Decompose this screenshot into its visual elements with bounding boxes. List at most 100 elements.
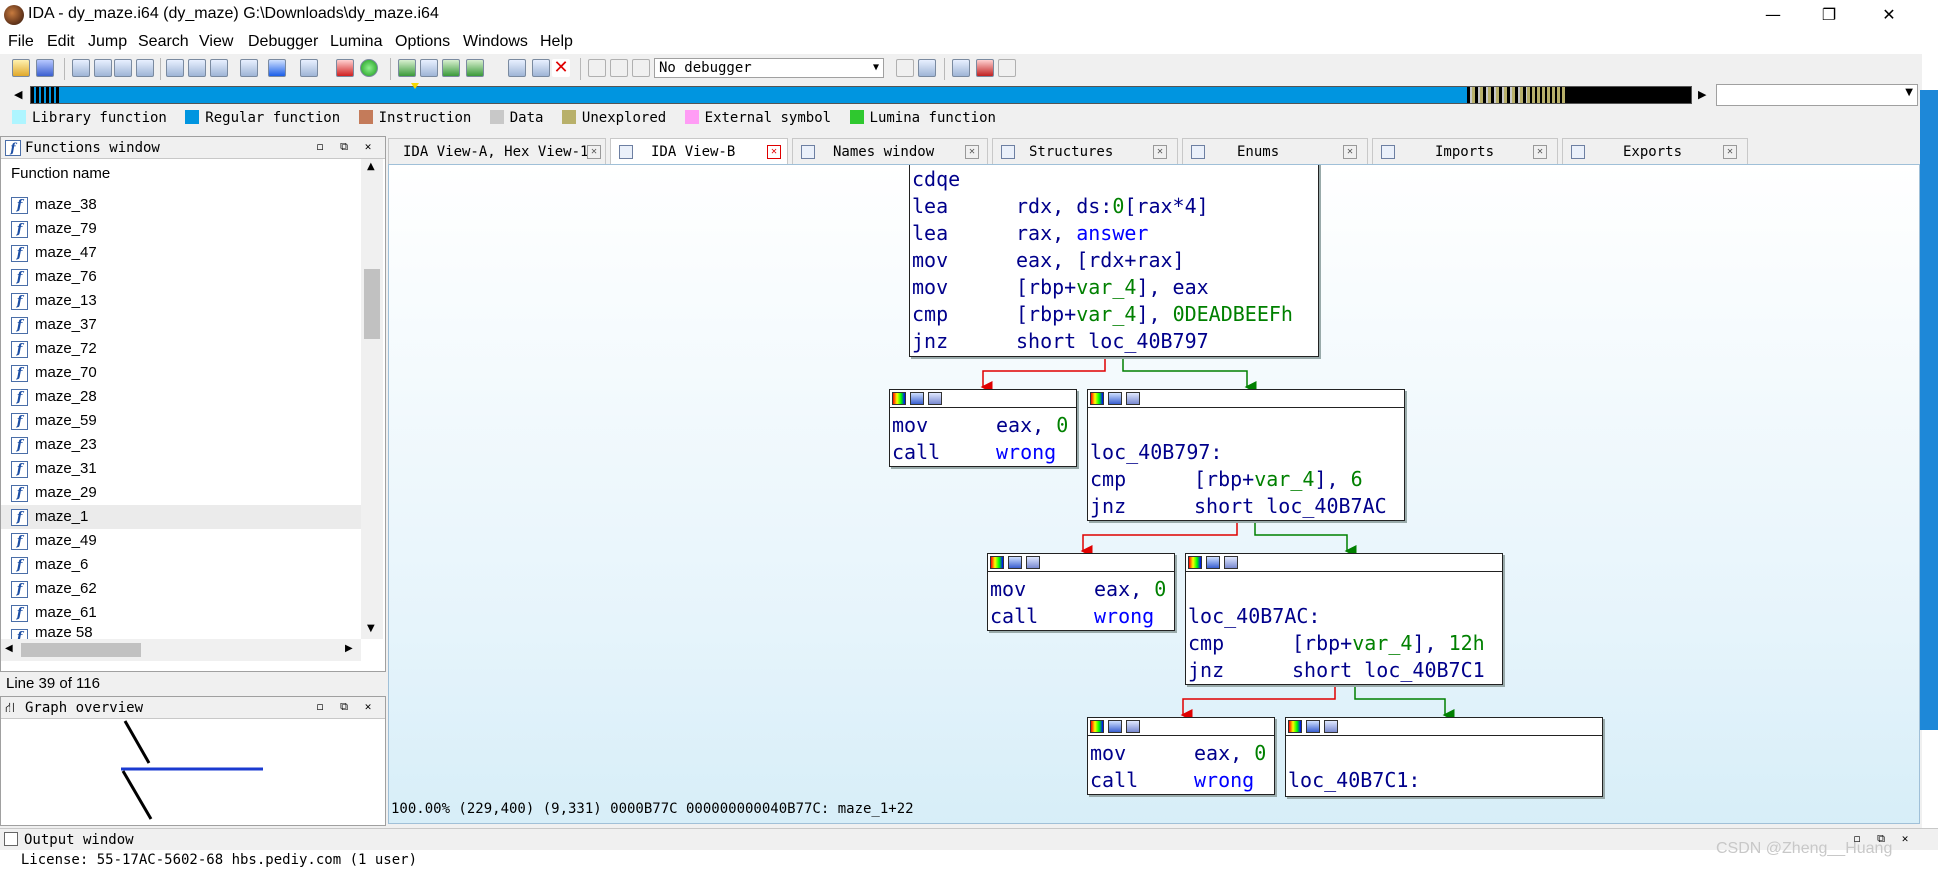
panel-float-icon[interactable]: ◻ bbox=[1853, 832, 1861, 845]
tab-close-icon[interactable]: ✕ bbox=[587, 145, 601, 159]
search-next-icon[interactable] bbox=[240, 59, 258, 77]
panel-pin-icon[interactable]: ⧉ bbox=[340, 700, 348, 713]
close-button[interactable]: ✕ bbox=[1882, 5, 1896, 24]
make-function-icon[interactable] bbox=[442, 59, 460, 77]
patch-icon[interactable] bbox=[300, 59, 318, 77]
node-rename-icon[interactable] bbox=[1206, 556, 1220, 569]
menu-options[interactable]: Options bbox=[395, 33, 451, 50]
node-color-icon[interactable] bbox=[1090, 720, 1104, 733]
maximize-button[interactable]: ❐ bbox=[1821, 5, 1837, 24]
menu-edit[interactable]: Edit bbox=[47, 33, 75, 50]
tab-names-window[interactable]: Names window ✕ bbox=[792, 138, 988, 164]
node-collapse-icon[interactable] bbox=[1126, 392, 1140, 405]
panel-close-icon[interactable]: ✕ bbox=[364, 140, 372, 153]
node-rename-icon[interactable] bbox=[1306, 720, 1320, 733]
scroll-up-icon[interactable]: ▲ bbox=[367, 161, 375, 172]
node-rename-icon[interactable] bbox=[1108, 720, 1122, 733]
breakpoints-icon[interactable] bbox=[952, 59, 970, 77]
struct-icon[interactable] bbox=[466, 59, 484, 77]
navigation-band[interactable] bbox=[30, 86, 1692, 104]
tab-imports[interactable]: Imports ✕ bbox=[1372, 138, 1558, 164]
functions-horizontal-scrollbar[interactable]: ◀ ▶ bbox=[1, 639, 361, 661]
node-color-icon[interactable] bbox=[990, 556, 1004, 569]
tools-icon[interactable] bbox=[998, 59, 1016, 77]
history-down-icon[interactable] bbox=[94, 59, 112, 77]
make-code-icon[interactable] bbox=[398, 59, 416, 77]
jump-down-icon[interactable] bbox=[268, 59, 286, 77]
menu-view[interactable]: View bbox=[199, 33, 234, 50]
node-collapse-icon[interactable] bbox=[1224, 556, 1238, 569]
tab-enums[interactable]: Enums ✕ bbox=[1182, 138, 1368, 164]
stop-icon[interactable] bbox=[632, 59, 650, 77]
forward-icon[interactable] bbox=[114, 59, 132, 77]
save-icon[interactable] bbox=[36, 59, 54, 77]
panel-pin-icon[interactable]: ⧉ bbox=[1877, 832, 1885, 845]
play-icon[interactable] bbox=[588, 59, 606, 77]
pause-icon[interactable] bbox=[610, 59, 628, 77]
graph-icon[interactable] bbox=[508, 59, 526, 77]
tab-ida-view-a[interactable]: IDA View-A, Hex View-1 ✕ bbox=[388, 138, 606, 164]
chart-icon[interactable] bbox=[532, 59, 550, 77]
tab-close-icon[interactable]: ✕ bbox=[1153, 145, 1167, 159]
navband-combo[interactable]: ▼ bbox=[1716, 84, 1918, 106]
graph-overview-canvas[interactable] bbox=[1, 719, 385, 825]
tab-exports[interactable]: Exports ✕ bbox=[1562, 138, 1748, 164]
tab-close-icon[interactable]: ✕ bbox=[1343, 145, 1357, 159]
node-collapse-icon[interactable] bbox=[1026, 556, 1040, 569]
node-collapse-icon[interactable] bbox=[1126, 720, 1140, 733]
scroll-thumb[interactable] bbox=[21, 643, 141, 657]
debugger-select[interactable]: No debugger ▼ bbox=[654, 58, 884, 78]
tab-close-icon[interactable]: ✕ bbox=[767, 145, 781, 159]
scroll-thumb[interactable] bbox=[364, 269, 380, 339]
search-binary-icon[interactable] bbox=[188, 59, 206, 77]
menu-file[interactable]: File bbox=[8, 33, 34, 50]
undefine-x-icon[interactable]: ✕ bbox=[552, 57, 570, 78]
add-breakpoint-icon[interactable] bbox=[976, 59, 994, 77]
tab-close-icon[interactable]: ✕ bbox=[965, 145, 979, 159]
tab-close-icon[interactable]: ✕ bbox=[1533, 145, 1547, 159]
open-file-icon[interactable] bbox=[12, 59, 30, 77]
panel-pin-icon[interactable]: ⧉ bbox=[340, 140, 348, 153]
image-icon[interactable] bbox=[336, 59, 354, 77]
scroll-left-icon[interactable]: ◀ bbox=[5, 643, 13, 654]
tab-structures[interactable]: Structures ✕ bbox=[992, 138, 1178, 164]
menu-windows[interactable]: Windows bbox=[463, 33, 528, 50]
node-color-icon[interactable] bbox=[1090, 392, 1104, 405]
panel-float-icon[interactable]: ◻ bbox=[316, 140, 324, 153]
scroll-down-icon[interactable]: ▼ bbox=[367, 623, 375, 634]
node-color-icon[interactable] bbox=[1188, 556, 1202, 569]
back-icon[interactable] bbox=[72, 59, 90, 77]
scroll-right-icon[interactable]: ▶ bbox=[345, 643, 353, 654]
menu-search[interactable]: Search bbox=[138, 33, 189, 50]
panel-close-icon[interactable]: ✕ bbox=[364, 700, 372, 713]
node-color-icon[interactable] bbox=[1288, 720, 1302, 733]
menu-lumina[interactable]: Lumina bbox=[330, 33, 383, 50]
node-rename-icon[interactable] bbox=[910, 392, 924, 405]
function-name-column-header[interactable]: Function name bbox=[11, 165, 111, 182]
node-collapse-icon[interactable] bbox=[1324, 720, 1338, 733]
make-data-icon[interactable] bbox=[420, 59, 438, 77]
